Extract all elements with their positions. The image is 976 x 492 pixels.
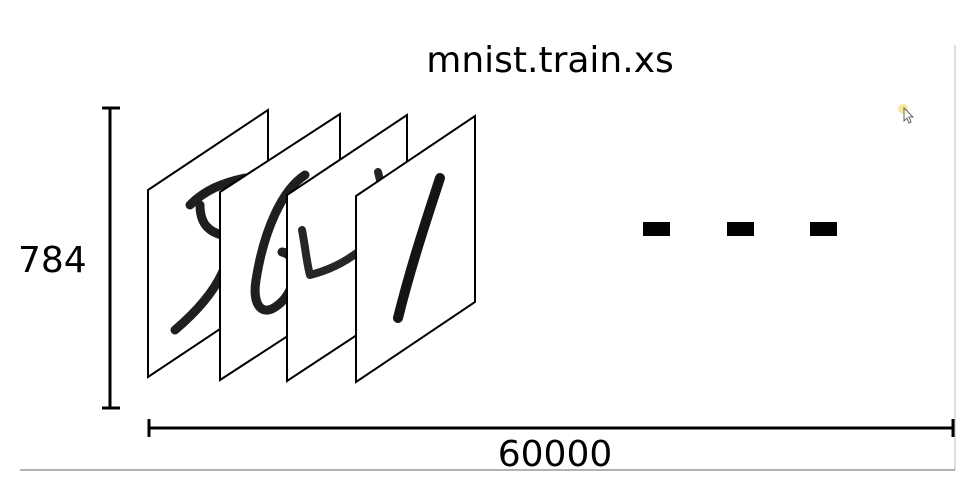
- ellipsis-dashes: [643, 222, 837, 236]
- digit-card-1: [355, 114, 476, 384]
- width-label: 60000: [497, 434, 613, 475]
- width-dimension-bracket: [147, 419, 955, 437]
- mouse-pointer-icon: [898, 104, 915, 124]
- height-dimension-bracket: [102, 106, 120, 410]
- diagram-title: mnist.train.xs: [426, 40, 674, 81]
- height-label: 784: [18, 240, 87, 281]
